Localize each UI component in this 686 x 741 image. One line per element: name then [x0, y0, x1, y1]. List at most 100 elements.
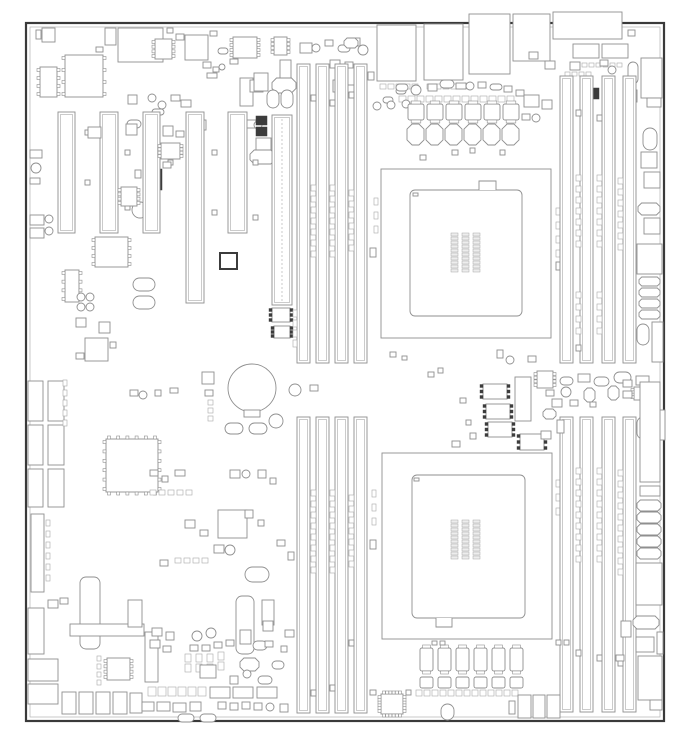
- component: [209, 686, 231, 699]
- component: [229, 58, 239, 65]
- component: [257, 519, 265, 527]
- ic-pin: [270, 38, 275, 42]
- decoupling-cap: [450, 232, 459, 237]
- ic-pin: [102, 92, 107, 96]
- pad: [207, 407, 214, 414]
- component: [622, 379, 633, 388]
- capacitor-round: [30, 162, 42, 174]
- capacitor-round: [138, 390, 148, 400]
- ic-pin: [157, 147, 162, 152]
- ic-pin: [286, 42, 291, 46]
- left-edge-connectors: [27, 149, 117, 705]
- ic-pin: [157, 477, 162, 482]
- ic-chip: [232, 36, 258, 59]
- capacitor: [239, 657, 260, 672]
- ic-pin: [61, 271, 66, 275]
- component: [125, 123, 138, 136]
- component: [640, 151, 658, 169]
- ic-pin: [136, 188, 141, 192]
- dimm-slot-inner: [604, 419, 613, 710]
- component: [30, 513, 45, 593]
- decoupling-cap: [472, 244, 481, 249]
- component: [369, 689, 377, 696]
- pad: [617, 188, 624, 196]
- decoupling-cap: [472, 256, 481, 261]
- capacitor-round: [227, 363, 277, 413]
- pad: [45, 552, 51, 560]
- capacitor-round: [157, 100, 167, 110]
- inductor: [437, 647, 452, 672]
- inductor-tab: [429, 100, 441, 105]
- inductor: [426, 103, 444, 121]
- component: [589, 401, 597, 408]
- ic-pin: [129, 675, 134, 679]
- decoupling-cap: [472, 236, 481, 241]
- capacitor: [425, 123, 444, 146]
- inductor-smd: [273, 325, 291, 339]
- pad: [596, 522, 603, 530]
- ic-pin: [157, 150, 162, 155]
- component: [95, 691, 111, 715]
- dimm-bank-mid-upper: [296, 63, 368, 364]
- ic-pin: [56, 76, 61, 80]
- component: [241, 701, 251, 710]
- pad: [423, 689, 431, 697]
- pad: [371, 503, 377, 512]
- component: [348, 91, 355, 99]
- pad: [596, 511, 603, 519]
- ic-chip: [273, 36, 288, 56]
- component: [175, 130, 185, 138]
- capacitor: [132, 295, 156, 310]
- pad: [588, 62, 595, 68]
- decoupling-cap: [461, 264, 470, 269]
- pad: [167, 686, 177, 697]
- component: [212, 66, 220, 73]
- ic-pin: [125, 435, 130, 440]
- pad: [617, 243, 624, 251]
- component: [243, 409, 261, 418]
- inductor: [455, 647, 470, 672]
- ic-pin: [270, 50, 275, 54]
- pad: [479, 689, 487, 697]
- component: [166, 27, 174, 34]
- component: [651, 321, 664, 363]
- pad: [310, 195, 317, 203]
- pad: [62, 379, 68, 387]
- ic-pin: [171, 54, 176, 58]
- pad: [575, 555, 582, 563]
- component: [27, 658, 59, 682]
- component: [264, 640, 274, 648]
- dimm-slot-inner: [337, 66, 346, 361]
- component: [199, 664, 217, 679]
- component: [112, 691, 128, 715]
- inductor-tab: [440, 644, 449, 649]
- decoupling-cap: [450, 547, 459, 552]
- component: [59, 597, 69, 605]
- capacitor-round: [505, 355, 515, 365]
- inductor: [464, 103, 482, 121]
- smd-pin: [484, 427, 489, 432]
- pad: [497, 95, 506, 103]
- component: [211, 149, 218, 156]
- pad: [207, 399, 214, 406]
- pad: [310, 566, 317, 574]
- decoupling-cap: [461, 244, 470, 249]
- component: [159, 559, 169, 567]
- pad: [555, 507, 561, 516]
- pad: [596, 207, 603, 215]
- ic-pin: [136, 201, 141, 205]
- pad: [329, 239, 336, 247]
- component: [555, 639, 562, 646]
- pad: [617, 524, 624, 532]
- capacitor-round: [241, 469, 251, 479]
- capacitor: [636, 523, 662, 536]
- pad: [431, 689, 439, 697]
- capacitor: [637, 202, 661, 216]
- component: [75, 317, 87, 328]
- ic-pin: [533, 383, 538, 387]
- bottom-center-cluster: [151, 620, 295, 685]
- ic-pin: [116, 491, 120, 496]
- capacitor: [632, 615, 660, 630]
- capacitor: [638, 276, 661, 287]
